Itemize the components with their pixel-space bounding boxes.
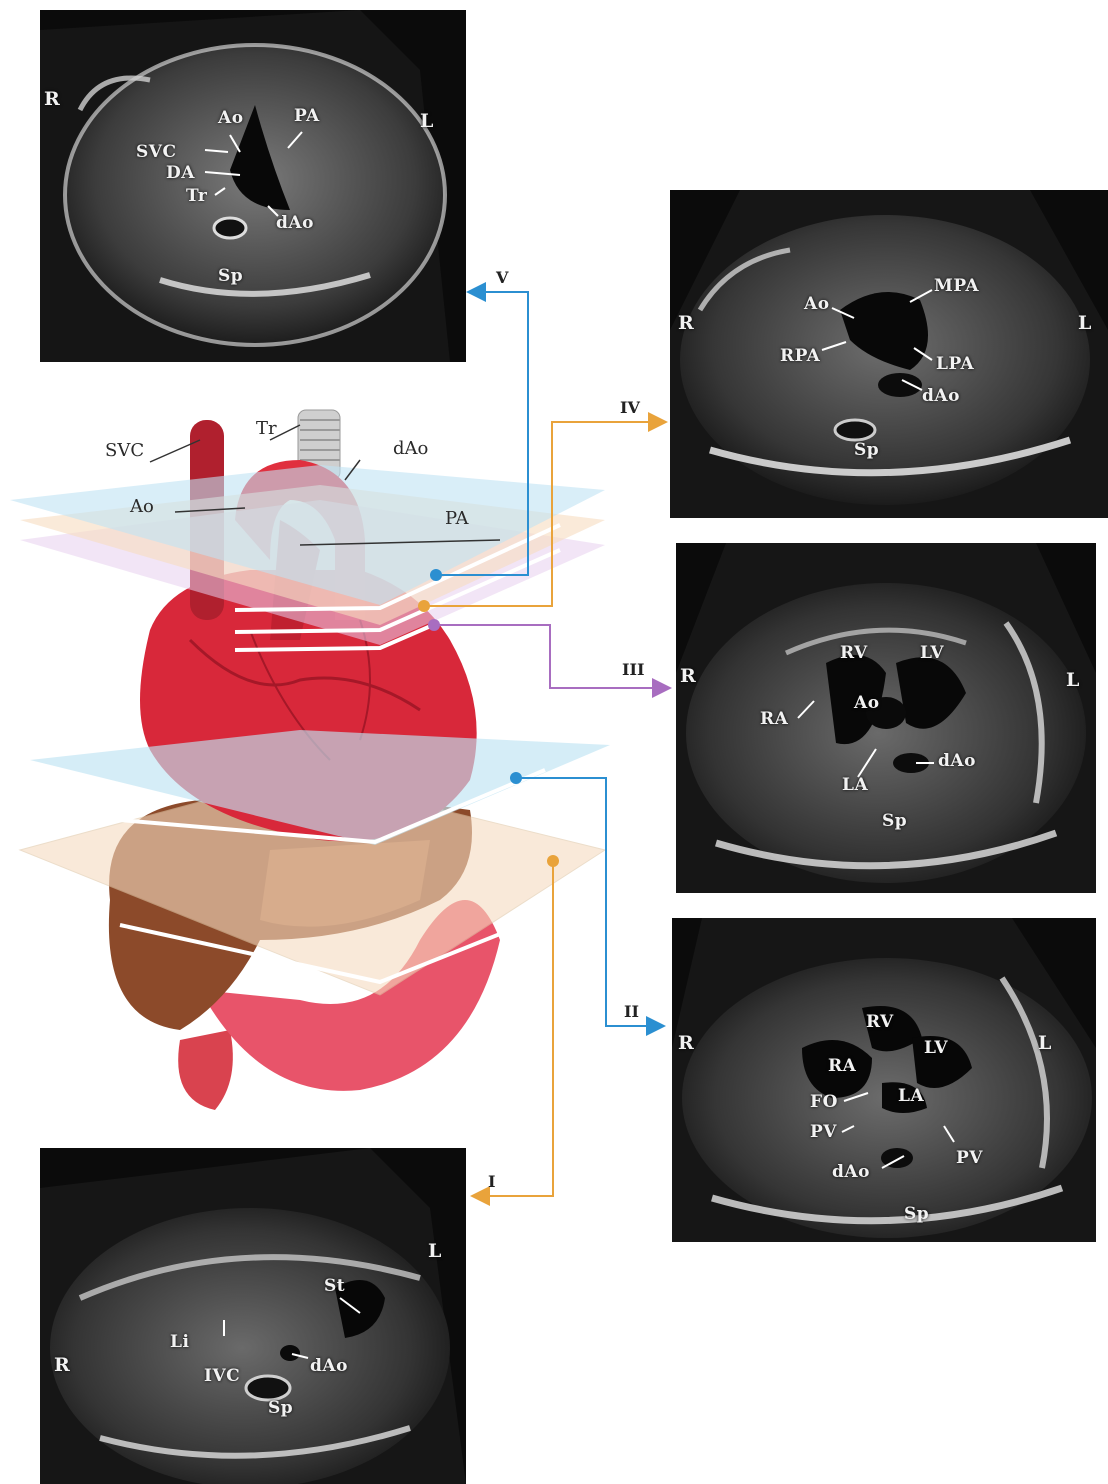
- label-left-side: L: [420, 110, 434, 132]
- label-rv: RV: [866, 1012, 894, 1032]
- label-lv: LV: [924, 1038, 948, 1058]
- label-ivc: IVC: [204, 1366, 240, 1386]
- plane-label-ii: II: [624, 1002, 639, 1021]
- plane-marker-i: [547, 855, 559, 867]
- label-ao: Ao: [854, 693, 880, 713]
- label-pv-right: PV: [956, 1148, 983, 1168]
- label-right-side: R: [680, 665, 696, 687]
- label-dao: dAo: [938, 751, 976, 771]
- label-fo: FO: [810, 1092, 838, 1112]
- plane-marker-v: [430, 569, 442, 581]
- diagram-label-ao: Ao: [130, 496, 154, 517]
- label-sp: Sp: [268, 1398, 293, 1418]
- ultrasound-image-ii: [672, 918, 1096, 1242]
- label-st: St: [324, 1276, 345, 1296]
- label-li: Li: [170, 1332, 189, 1352]
- label-ra: RA: [828, 1056, 856, 1076]
- label-sp: Sp: [854, 440, 879, 460]
- plane-label-iv: IV: [620, 398, 640, 417]
- plane-label-iii: III: [622, 660, 644, 679]
- label-pa: PA: [294, 106, 320, 126]
- ultrasound-image-iii: [676, 543, 1096, 893]
- ultrasound-panel-ii: R L RV LV RA LA FO PV PV dAo Sp: [672, 918, 1096, 1242]
- label-rpa: RPA: [780, 346, 820, 366]
- diagram-label-dao: dAo: [393, 438, 428, 459]
- ultrasound-panel-iv: R L Ao MPA RPA LPA dAo Sp: [670, 190, 1108, 518]
- label-right-side: R: [678, 312, 694, 334]
- ultrasound-panel-iii: R L RV LV RA Ao LA dAo Sp: [676, 543, 1096, 893]
- label-left-side: L: [428, 1240, 442, 1262]
- label-lpa: LPA: [936, 354, 974, 374]
- plane-label-i: I: [488, 1172, 495, 1191]
- label-svc: SVC: [136, 142, 177, 162]
- label-tr: Tr: [186, 186, 207, 206]
- label-ra: RA: [760, 709, 788, 729]
- label-left-side: L: [1066, 669, 1080, 691]
- label-sp: Sp: [904, 1204, 929, 1224]
- plane-marker-iv: [418, 600, 430, 612]
- diagram-label-pa: PA: [445, 508, 468, 529]
- plane-label-v: V: [496, 268, 508, 287]
- heart-diagram: [0, 380, 620, 1120]
- label-la: LA: [898, 1086, 924, 1106]
- label-mpa: MPA: [934, 276, 979, 296]
- label-right-side: R: [678, 1032, 694, 1054]
- ultrasound-panel-i: R L St Li IVC dAo Sp: [40, 1148, 466, 1484]
- label-dao: dAo: [310, 1356, 348, 1376]
- ultrasound-image-iv: [670, 190, 1108, 518]
- label-pv-left: PV: [810, 1122, 837, 1142]
- label-right-side: R: [54, 1354, 70, 1376]
- label-dao: dAo: [922, 386, 960, 406]
- label-left-side: L: [1038, 1032, 1052, 1054]
- label-sp: Sp: [882, 811, 907, 831]
- label-dao: dAo: [832, 1162, 870, 1182]
- diagram-label-svc: SVC: [105, 440, 144, 461]
- label-dao: dAo: [276, 213, 314, 233]
- label-sp: Sp: [218, 266, 243, 286]
- ultrasound-panel-v: R L Ao PA SVC DA Tr dAo Sp: [40, 10, 466, 362]
- label-la: LA: [842, 775, 868, 795]
- label-da: DA: [166, 163, 195, 183]
- plane-marker-ii: [510, 772, 522, 784]
- ultrasound-image-v: [40, 10, 466, 362]
- label-right-side: R: [44, 88, 60, 110]
- label-rv: RV: [840, 643, 868, 663]
- diagram-label-tr: Tr: [256, 418, 277, 439]
- plane-marker-iii: [428, 619, 440, 631]
- ultrasound-image-i: [40, 1148, 466, 1484]
- label-lv: LV: [920, 643, 944, 663]
- label-ao: Ao: [804, 294, 830, 314]
- bowel: [178, 1030, 233, 1110]
- label-ao: Ao: [218, 108, 244, 128]
- label-left-side: L: [1078, 312, 1092, 334]
